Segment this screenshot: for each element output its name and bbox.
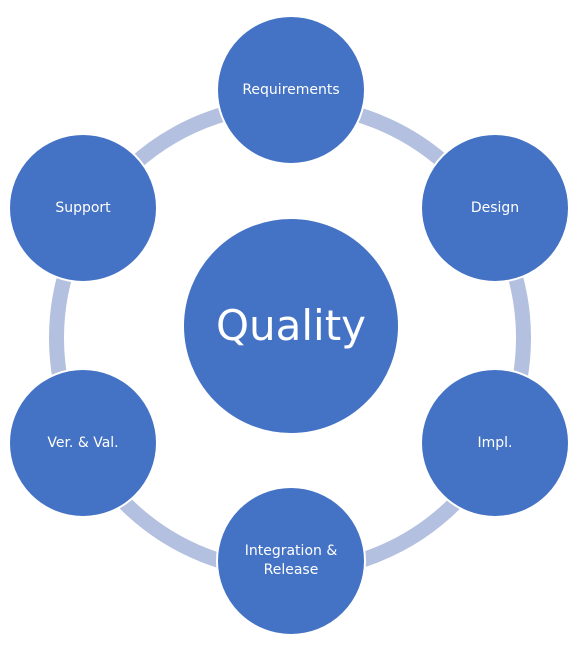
center-node-label: Quality	[215, 301, 367, 350]
node-label-requirements: Requirements	[242, 81, 340, 98]
node-label-design: Design	[470, 199, 520, 216]
cycle-node-impl: Impl.	[420, 368, 570, 518]
center-node-quality: Quality	[182, 217, 400, 435]
node-label-integration-release: Integration & Release	[244, 543, 338, 578]
cycle-node-design: Design	[420, 133, 570, 283]
cycle-node-integration-release: Integration & Release	[216, 486, 366, 636]
node-label-impl: Impl.	[477, 434, 513, 451]
cycle-node-support: Support	[8, 133, 158, 283]
node-label-support: Support	[55, 199, 111, 216]
cycle-node-requirements: Requirements	[216, 15, 366, 165]
cycle-node-ver-val: Ver. & Val.	[8, 368, 158, 518]
node-label-ver-val: Ver. & Val.	[47, 434, 119, 451]
